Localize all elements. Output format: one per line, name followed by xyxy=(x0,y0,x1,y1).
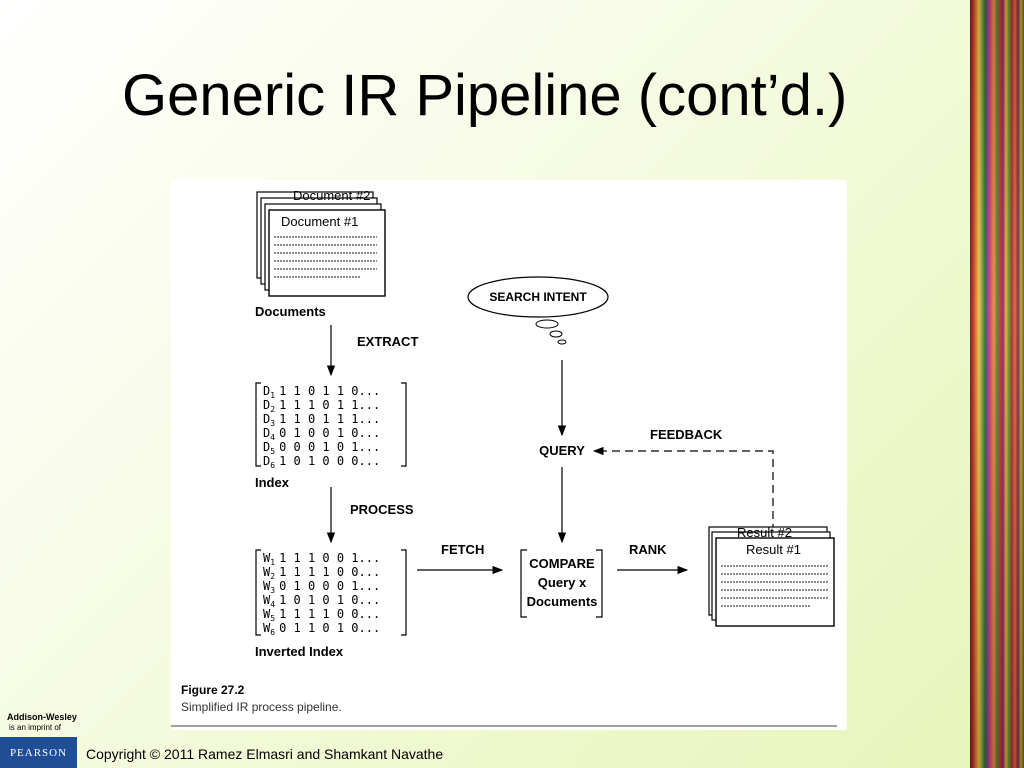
publisher-logo-line1: Addison-Wesley xyxy=(7,712,77,722)
compare-query-label: Query x xyxy=(538,575,587,590)
figure-caption-title: Figure 27.2 xyxy=(181,683,245,697)
result-stack: Result #2 Result #1 xyxy=(708,525,835,627)
document-card-back-title: Document #2 xyxy=(293,188,370,203)
document-text-lines xyxy=(274,236,377,278)
ir-pipeline-diagram: Document #2 Document #1 Documents EXTRAC… xyxy=(171,188,837,727)
index-label: Index xyxy=(255,475,290,490)
query-label: QUERY xyxy=(539,443,585,458)
document-card-title: Document #1 xyxy=(281,214,358,229)
compare-box xyxy=(520,549,603,618)
pearson-logo: PEARSON xyxy=(0,737,77,768)
result-card-back-title: Result #2 xyxy=(737,525,792,540)
figure-panel: Document #2 Document #1 Documents EXTRAC… xyxy=(171,180,847,730)
documents-label: Documents xyxy=(255,304,326,319)
search-intent-label: SEARCH INTENT xyxy=(489,290,587,304)
slide-title: Generic IR Pipeline (cont’d.) xyxy=(122,63,848,128)
decorative-stripe xyxy=(970,0,1024,768)
feedback-label: FEEDBACK xyxy=(650,427,723,442)
rank-label: RANK xyxy=(629,542,667,557)
fetch-label: FETCH xyxy=(441,542,484,557)
result-card-title: Result #1 xyxy=(746,542,801,557)
extract-label: EXTRACT xyxy=(357,334,418,349)
feedback-arrow xyxy=(592,446,774,532)
compare-documents-label: Documents xyxy=(527,594,598,609)
document-stack: Document #2 Document #1 xyxy=(256,188,386,297)
result-text-lines xyxy=(721,565,829,607)
compare-label: COMPARE xyxy=(529,556,595,571)
publisher-logo-line2: is an imprint of xyxy=(9,723,62,732)
search-intent-bubble xyxy=(467,276,609,345)
figure-caption-text: Simplified IR process pipeline. xyxy=(181,700,342,714)
inverted-index-label: Inverted Index xyxy=(255,644,344,659)
copyright-footer: Copyright © 2011 Ramez Elmasri and Shamk… xyxy=(86,746,444,762)
process-label: PROCESS xyxy=(350,502,414,517)
